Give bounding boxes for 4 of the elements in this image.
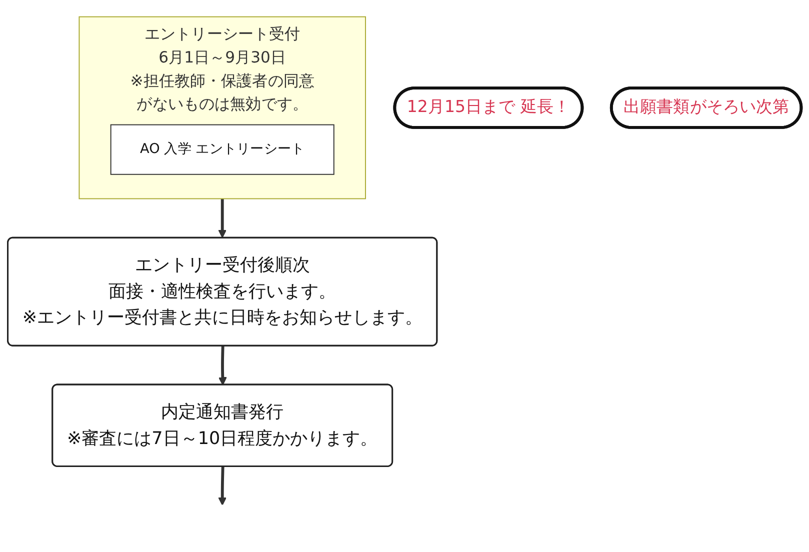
arrow [218,467,227,506]
arrow [218,346,227,386]
node-box: AO 入学 エントリーシート [110,124,334,176]
arrow [218,199,227,238]
